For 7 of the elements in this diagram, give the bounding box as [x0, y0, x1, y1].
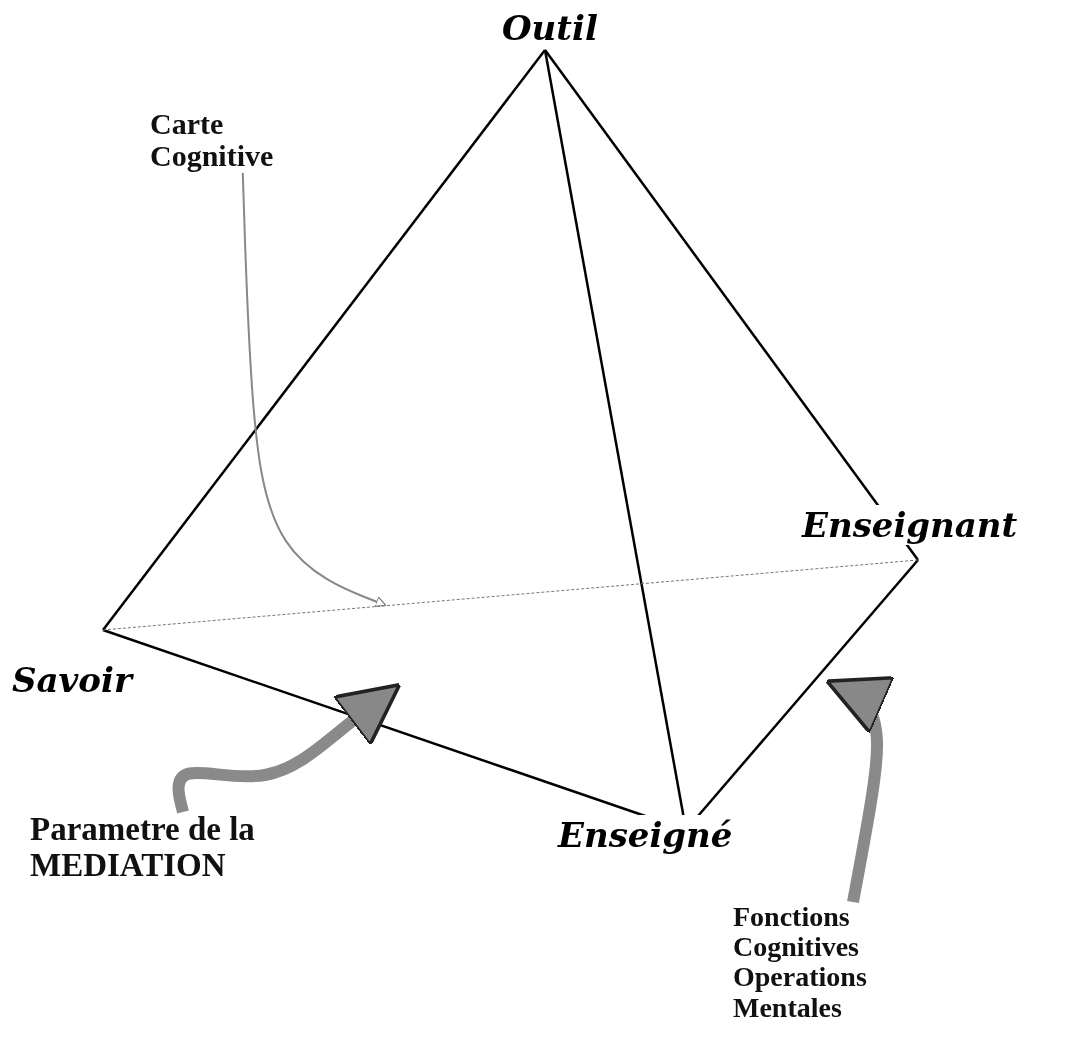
callout-text: Carte Cognitive — [150, 108, 275, 173]
arrow — [241, 172, 387, 607]
callout-text: Fonctions Cognitives Operations Mentales — [733, 902, 868, 1023]
arrow — [825, 675, 896, 904]
vertex-label: Enseignant — [800, 505, 1020, 545]
arrow — [172, 682, 402, 814]
callout-text: Parametre de la MEDIATION — [30, 812, 256, 884]
